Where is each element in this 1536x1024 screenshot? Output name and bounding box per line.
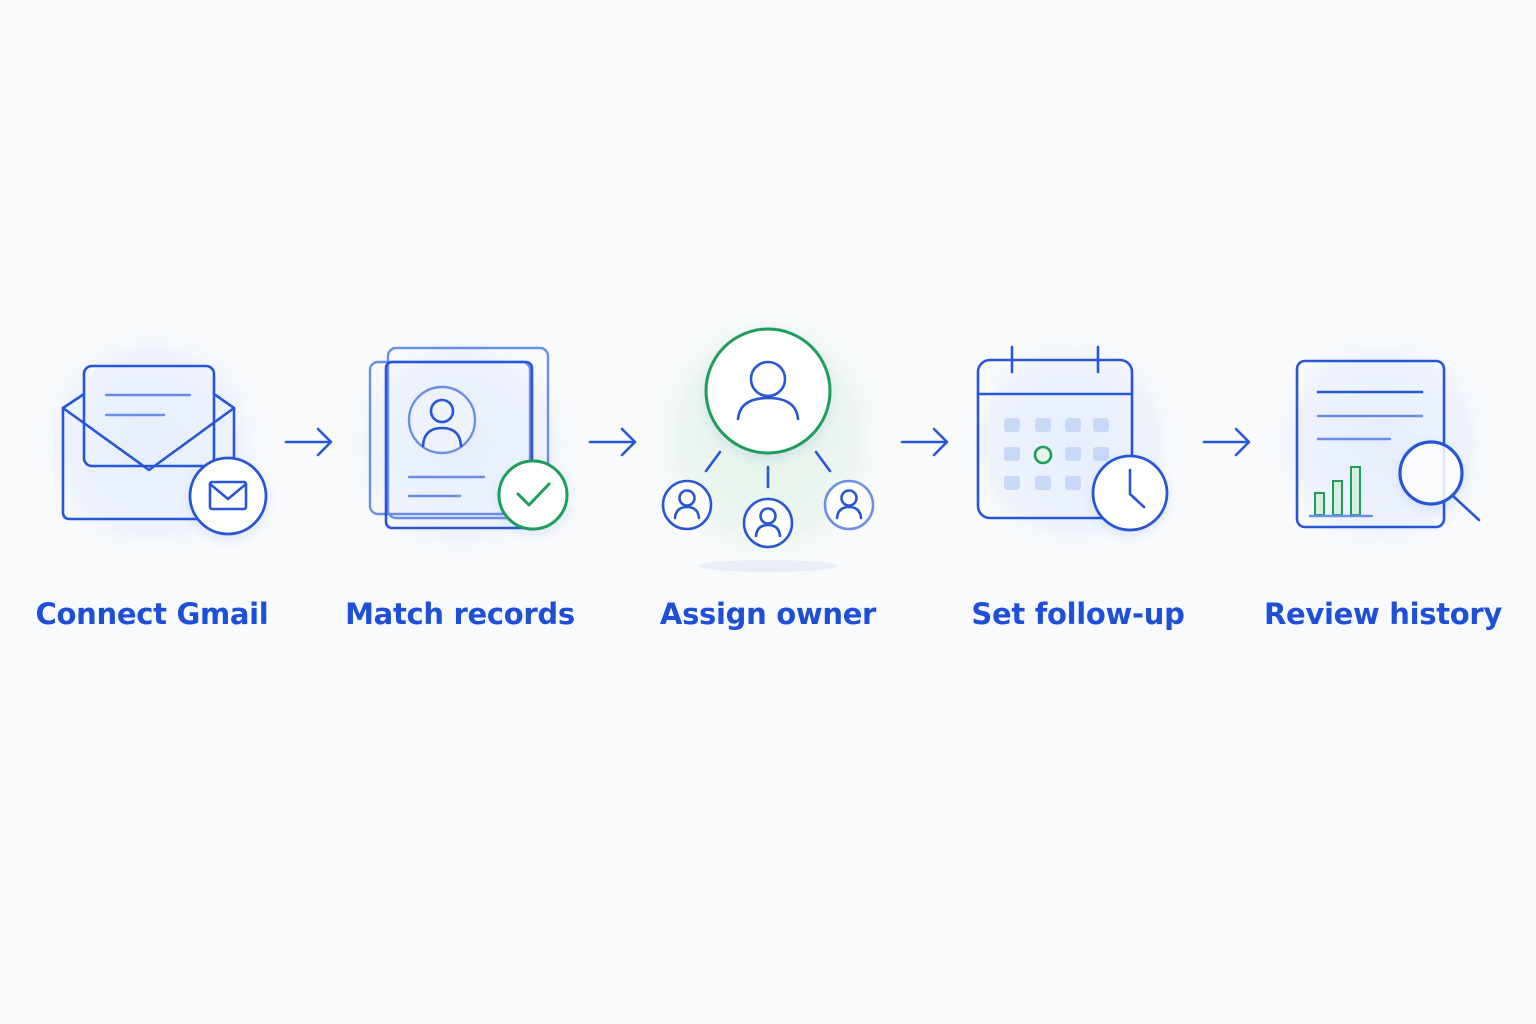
step-connect-gmail-icon bbox=[34, 325, 270, 561]
step-label-assign-owner: Assign owner bbox=[659, 597, 877, 631]
arrow-right-icon bbox=[900, 427, 949, 457]
arrow-right-icon bbox=[284, 427, 333, 457]
step-review-history-icon bbox=[1267, 328, 1497, 558]
step-label-set-follow-up: Set follow-up bbox=[971, 597, 1185, 631]
arrow-right-icon bbox=[1202, 427, 1251, 457]
step-set-follow-up-icon bbox=[960, 331, 1184, 555]
step-match-records-icon bbox=[342, 327, 578, 563]
step-label-connect-gmail: Connect Gmail bbox=[35, 597, 269, 631]
arrow-right-icon bbox=[588, 427, 637, 457]
step-assign-owner-icon bbox=[650, 306, 886, 572]
step-label-review-history: Review history bbox=[1263, 597, 1503, 631]
step-label-match-records: Match records bbox=[345, 597, 575, 631]
